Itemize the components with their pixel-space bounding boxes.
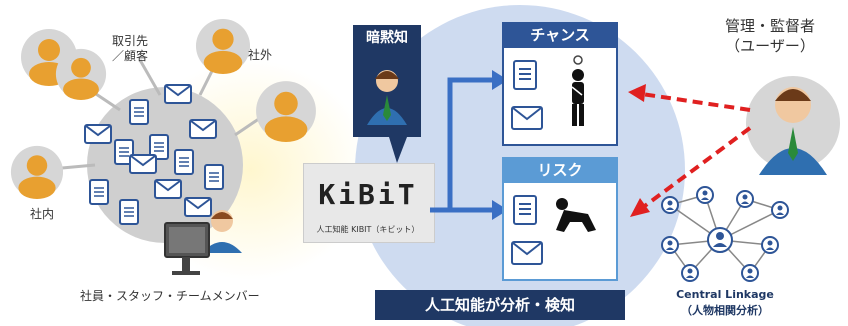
central-linkage-subtitle: （人物相関分析） (681, 304, 769, 317)
person-icon (10, 145, 64, 199)
risk-header: リスク (502, 157, 618, 183)
person-icon (195, 18, 251, 74)
ai-analysis-banner: 人工知能が分析・検知 (375, 290, 625, 320)
central-linkage-title: Central Linkage (676, 288, 774, 301)
tacit-callout (353, 25, 421, 163)
staff-label: 社員・スタッフ・チームメンバー (80, 289, 260, 303)
person-icon (55, 48, 107, 100)
kibit-caption: 人工知能 KIBIT（キビット） (316, 225, 420, 234)
manager-label: 管理・監督者 （ユーザー） (724, 17, 815, 55)
staff-at-computer (164, 210, 242, 275)
alert-arrows (628, 84, 752, 217)
flow-arrows (430, 70, 508, 220)
chance-header: チャンス (502, 22, 618, 48)
kibit-logo: KiBiT (318, 178, 418, 211)
internal-label: 社内 (30, 207, 55, 221)
external-label: 社外 (248, 48, 273, 62)
tacit-label: 暗黙知 (366, 30, 408, 46)
clients-label: 取引先 ／顧客 (112, 34, 149, 63)
person-icon (256, 81, 316, 142)
risk-icons (511, 195, 596, 265)
manager-icon (746, 76, 840, 175)
central-linkage-network (661, 186, 789, 282)
chance-icons (511, 55, 584, 130)
kibit-logo-box (303, 163, 435, 243)
